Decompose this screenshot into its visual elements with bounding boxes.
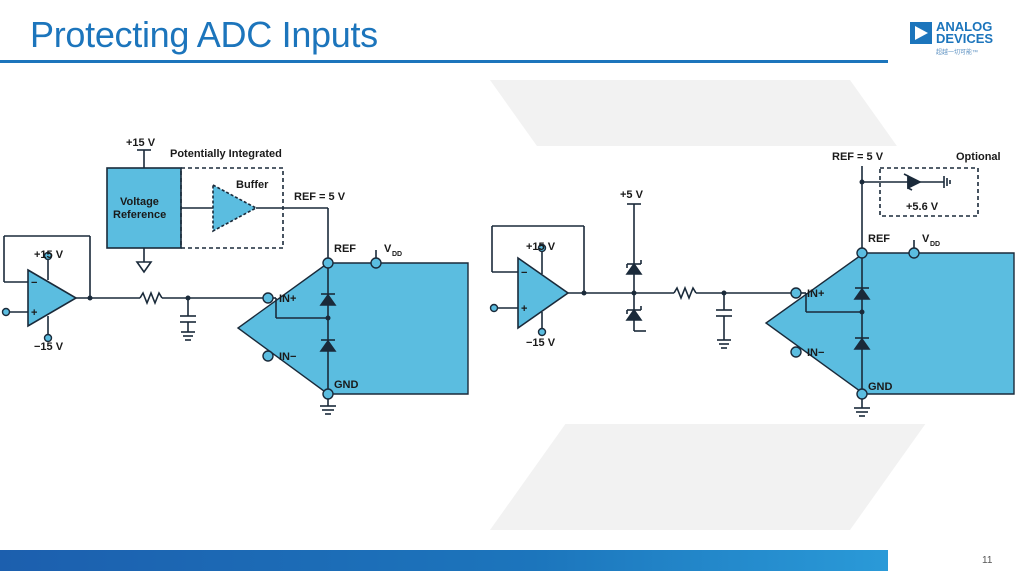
- footer-bar: [0, 550, 888, 571]
- voltage-reference-label-line2: Reference: [113, 209, 166, 221]
- right-circuit-diagram: REF = 5 V Optional +5.6 V +5 V +15 V −15…: [489, 151, 1015, 417]
- logo-tagline: 超越一切可能™: [936, 50, 979, 56]
- pin-in-minus-label: IN−: [279, 351, 296, 363]
- opamp-negative-supply-label: −15 V: [34, 341, 64, 353]
- potentially-integrated-label: Potentially Integrated: [170, 148, 282, 160]
- adc-body: [764, 252, 1015, 395]
- logo-text-analog: ANALOG: [936, 19, 993, 34]
- optional-label: Optional: [956, 151, 1001, 163]
- pin-vdd-label: V: [922, 233, 930, 245]
- zener-value-label: +5.6 V: [906, 201, 939, 213]
- opamp-noninverting-label: +: [521, 303, 527, 315]
- voltage-reference-box: [106, 167, 182, 249]
- pin-in-plus-label: IN+: [279, 293, 296, 305]
- ref-value-label: REF = 5 V: [832, 151, 884, 163]
- pin-ref-label: REF: [334, 243, 356, 255]
- optional-zener-box: [879, 167, 979, 217]
- page-number: 11: [982, 555, 993, 566]
- logo-text-devices: DEVICES: [936, 31, 994, 46]
- opamp-positive-supply-label: +15 V: [526, 241, 556, 253]
- pin-in-plus-label: IN+: [807, 288, 824, 300]
- buffer-triangle: [212, 183, 258, 233]
- right-circuit-panel: REF = 5 V Optional +5.6 V +5 V +15 V −15…: [484, 146, 1016, 424]
- pin-vdd-subscript: DD: [392, 251, 402, 258]
- pin-ref-label: REF: [868, 233, 890, 245]
- clamp-supply-label: +5 V: [620, 189, 644, 201]
- buffer-label: Buffer: [236, 179, 269, 191]
- logo-triangle-icon: [910, 22, 932, 44]
- ref-supply-label: +15 V: [126, 137, 156, 149]
- left-circuit-panel: +15 V Potentially Integrated Voltage Ref…: [0, 130, 470, 430]
- pin-gnd-label: GND: [334, 379, 359, 391]
- opamp-triangle: [27, 268, 78, 328]
- left-circuit-diagram: +15 V Potentially Integrated Voltage Ref…: [1, 137, 469, 415]
- opamp-inverting-label: −: [521, 267, 527, 279]
- opamp-triangle: [517, 256, 570, 330]
- title-divider: [0, 60, 888, 63]
- opamp-negative-supply-label: −15 V: [526, 337, 556, 349]
- pin-vdd-label: V: [384, 243, 392, 255]
- pin-gnd-label: GND: [868, 381, 893, 393]
- pin-in-minus-label: IN−: [807, 347, 824, 359]
- pin-vdd-subscript: DD: [930, 241, 940, 248]
- opamp-noninverting-label: +: [31, 307, 37, 319]
- opamp-inverting-label: −: [31, 277, 37, 289]
- page-title: Protecting ADC Inputs: [30, 14, 378, 55]
- adc-body: [236, 262, 469, 395]
- voltage-reference-label-line1: Voltage: [120, 196, 159, 208]
- company-logo: ANALOG DEVICES 超越一切可能™: [910, 20, 1000, 56]
- opamp-positive-supply-label: +15 V: [34, 249, 64, 261]
- ref-value-label: REF = 5 V: [294, 191, 346, 203]
